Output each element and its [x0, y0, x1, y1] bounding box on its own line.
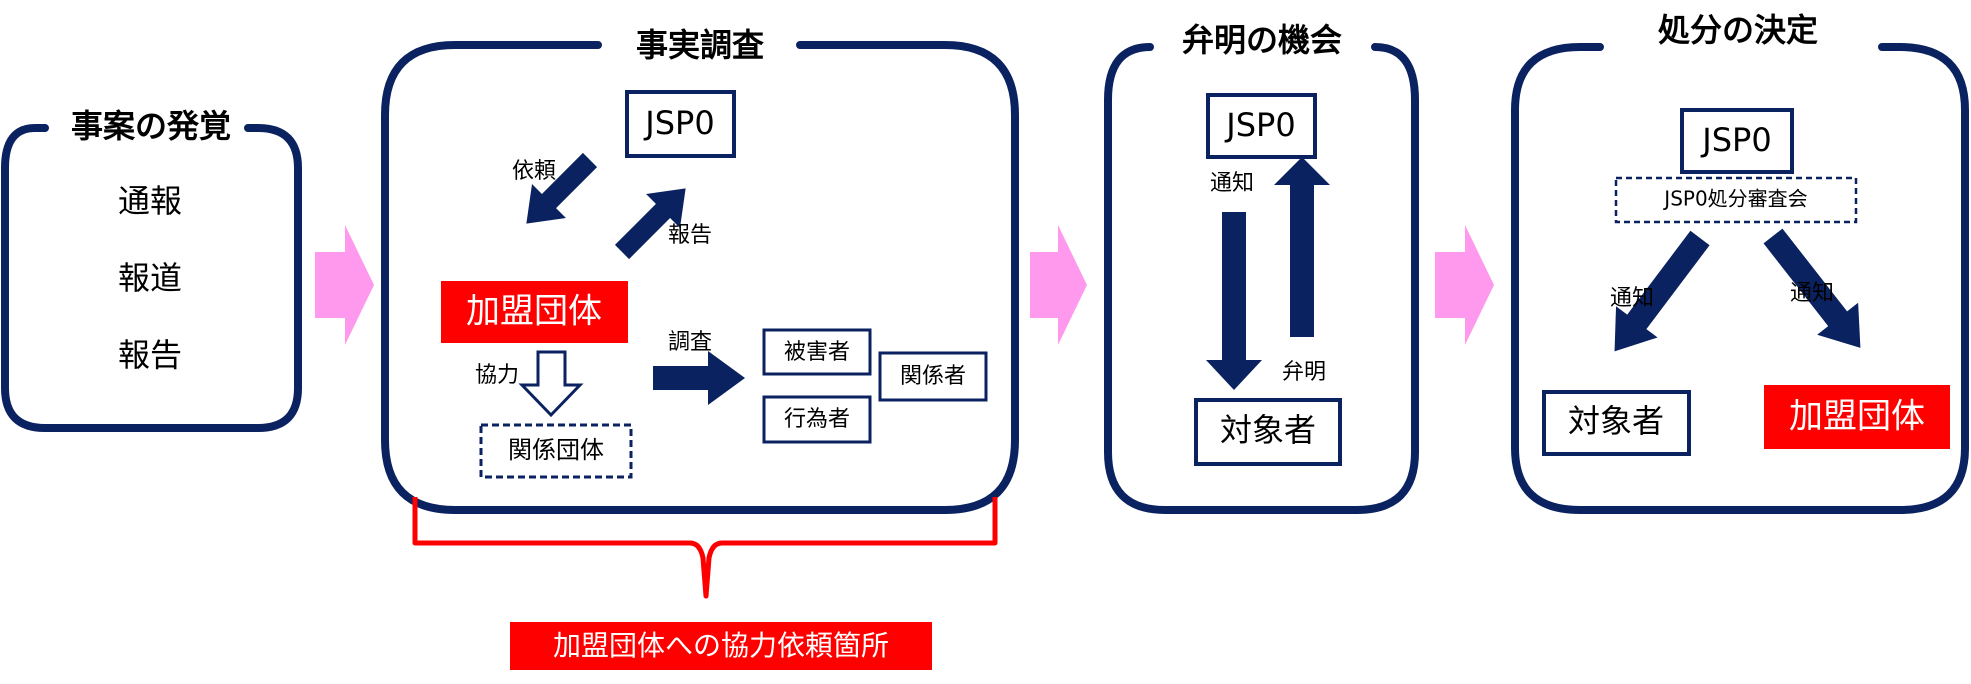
discovery-item-news: 報道 [118, 259, 182, 297]
panel-discovery-frame [1, 124, 302, 432]
decision-subject-box [1542, 390, 1691, 456]
panel-investigation-frame [381, 41, 1019, 514]
related-person-label: 関係者 [900, 364, 966, 389]
request-arrow [526, 152, 598, 224]
decision-member-org-box [1764, 385, 1950, 449]
member-org-box [441, 281, 628, 343]
discovery-item-report: 報告 [118, 336, 182, 374]
survey-arrow [653, 351, 745, 405]
perpetrator-label: 行為者 [784, 407, 850, 432]
decision-jspo-box [1680, 108, 1794, 174]
panel-defense-frame [1104, 43, 1419, 514]
panel-discovery-title: 事案の発覚 [71, 107, 231, 145]
related-person-box [878, 351, 988, 402]
flow-arrow-2 [1030, 225, 1087, 345]
notice-left-arrow [1614, 230, 1710, 352]
notice-label: 通知 [1210, 171, 1254, 196]
investigation-jspo-label: JSP0 [643, 104, 714, 142]
panel-decision-frame [1511, 43, 1969, 514]
cooperation-arrow [518, 350, 584, 418]
notice-down-arrow [1206, 212, 1262, 390]
report-label: 報告 [668, 223, 712, 248]
survey-label: 調査 [668, 330, 712, 355]
panel-defense-title: 弁明の機会 [1182, 21, 1342, 59]
callout-box [510, 622, 932, 670]
perpetrator-box [762, 395, 872, 444]
discovery-item-report-call: 通報 [118, 182, 182, 220]
defense-up-arrow [1274, 157, 1330, 337]
related-org-label: 関係団体 [508, 436, 604, 464]
defense-subject-box [1194, 398, 1342, 466]
investigation-jspo-box [625, 90, 736, 158]
notice-left-label: 通知 [1610, 286, 1654, 311]
report-arrow [614, 188, 686, 260]
flow-arrow-3 [1435, 225, 1494, 345]
callout-brace [412, 497, 998, 599]
decision-member-org-label: 加盟団体 [1789, 397, 1925, 437]
committee-label: JSP0処分審査会 [1662, 187, 1807, 211]
defense-label: 弁明 [1282, 360, 1326, 385]
panel-defense: 弁明の機会 JSP0 通知 弁明 対象者 [1104, 21, 1419, 514]
decision-jspo-label: JSP0 [1700, 121, 1771, 159]
member-org-label: 加盟団体 [466, 292, 602, 332]
notice-right-arrow [1763, 228, 1861, 348]
victim-label: 被害者 [784, 340, 850, 365]
request-label: 依頼 [512, 159, 556, 184]
victim-box [762, 328, 872, 376]
panel-decision: 処分の決定 JSP0 JSP0処分審査会 通知 通知 対象者 加盟団体 [1511, 11, 1969, 514]
decision-subject-label: 対象者 [1568, 402, 1664, 440]
panel-discovery: 事案の発覚 通報 報道 報告 [1, 107, 302, 432]
defense-subject-label: 対象者 [1220, 411, 1316, 449]
related-org-box [479, 423, 633, 479]
panel-investigation-title: 事実調査 [636, 26, 764, 64]
panel-investigation: 事実調査 JSP0 依頼 報告 加盟団体 協力 関係団体 調査 被害者 関係者 … [381, 26, 1019, 514]
cooperation-label: 協力 [475, 363, 519, 388]
committee-box [1614, 176, 1858, 224]
flow-arrow-1 [315, 225, 374, 345]
defense-jspo-box [1206, 93, 1317, 159]
panel-decision-title: 処分の決定 [1658, 11, 1818, 49]
callout-label: 加盟団体への協力依頼箇所 [553, 629, 889, 662]
notice-right-label: 通知 [1790, 281, 1834, 306]
defense-jspo-label: JSP0 [1224, 106, 1295, 144]
